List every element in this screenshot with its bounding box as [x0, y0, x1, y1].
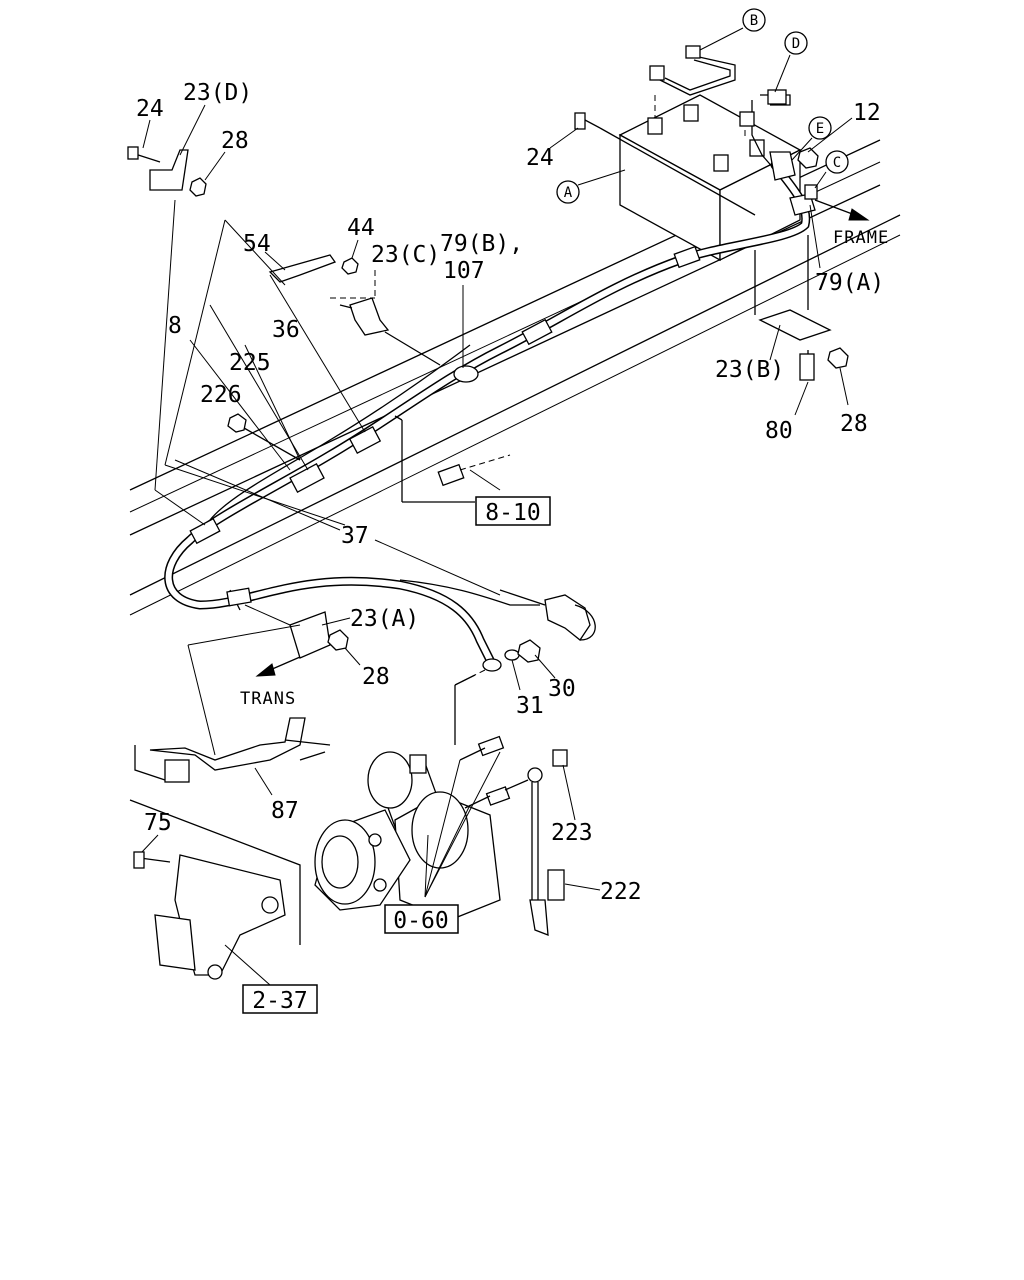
main-battery-cable: [164, 160, 811, 665]
callout-80: 80: [765, 418, 793, 444]
callout-28: 28: [221, 128, 249, 154]
connector-letter: E: [816, 121, 824, 137]
battery-terminal-cables: [649, 45, 791, 171]
reference-text: 8-10: [485, 500, 540, 526]
callout-36: 36: [272, 317, 300, 343]
connector-letter: D: [792, 36, 800, 52]
connector-label-B: B: [742, 8, 766, 32]
callout-24: 24: [526, 145, 554, 171]
starter-studs: [454, 674, 511, 809]
callout-44: 44: [347, 215, 375, 241]
callout-87: 87: [271, 798, 299, 824]
connector-label-C: C: [825, 150, 849, 174]
callout-79a: 79(A): [815, 270, 884, 296]
harness-connectors: [189, 245, 701, 607]
connector-letter: C: [833, 155, 841, 171]
trans-bracket-87: [134, 717, 331, 783]
callout-226: 226: [200, 382, 242, 408]
callout-23c: 23(C): [371, 242, 440, 268]
connector-label-A: A: [556, 180, 580, 204]
callout-12: 12: [853, 100, 881, 126]
terminal-boot: [499, 589, 596, 641]
connector-letter: B: [750, 13, 758, 29]
clip-54: [268, 254, 337, 283]
callout-30: 30: [548, 676, 576, 702]
engine-bracket: [129, 799, 301, 980]
callout-222: 222: [600, 879, 642, 905]
callout-23b: 23(B): [715, 357, 784, 383]
callout-23d: 23(D): [183, 80, 252, 106]
reference-box-8-10: 8-10: [475, 496, 551, 526]
reference-box-2-37: 2-37: [242, 984, 318, 1014]
leader-lines: [141, 27, 853, 986]
terminal-12-area: [769, 147, 819, 216]
connector-label-E: E: [808, 116, 832, 140]
bracket-23a: [289, 611, 349, 659]
bracket-23b: [754, 235, 849, 381]
bolt-24-right: [574, 112, 756, 216]
direction-frame: FRAME: [833, 228, 889, 248]
callout-75: 75: [144, 810, 172, 836]
callout-223: 223: [551, 820, 593, 846]
callout-28: 28: [840, 411, 868, 437]
starter-motor: [314, 751, 501, 921]
callout-31: 31: [516, 693, 544, 719]
direction-trans: TRANS: [240, 689, 296, 709]
bracket-23c: [339, 257, 441, 366]
ring-terminal: [482, 639, 541, 672]
callout-24: 24: [136, 96, 164, 122]
callout-79b: 79(B),: [440, 231, 523, 257]
callout-54: 54: [243, 231, 271, 257]
callout-28: 28: [362, 664, 390, 690]
battery: [618, 94, 802, 262]
bracket-23d: [127, 146, 207, 197]
connector-letter: A: [564, 185, 573, 201]
callout-107: 107: [443, 258, 485, 284]
reference-text: 2-37: [252, 988, 307, 1014]
connector-label-D: D: [784, 31, 808, 55]
callout-225: 225: [229, 350, 271, 376]
secondary-harness: [209, 344, 540, 611]
callout-8: 8: [168, 313, 182, 339]
nut-226: [227, 413, 301, 461]
reference-text: 0-60: [393, 908, 448, 934]
direction-arrows: [255, 199, 870, 677]
callout-37: 37: [341, 523, 369, 549]
callouts: 24 23(D) 28 24 12 54 44 23(C) 79(B), 107…: [136, 80, 884, 905]
callout-23a: 23(A): [350, 606, 419, 632]
ground-strap: [504, 749, 568, 936]
reference-box-0-60: 0-60: [384, 904, 459, 934]
